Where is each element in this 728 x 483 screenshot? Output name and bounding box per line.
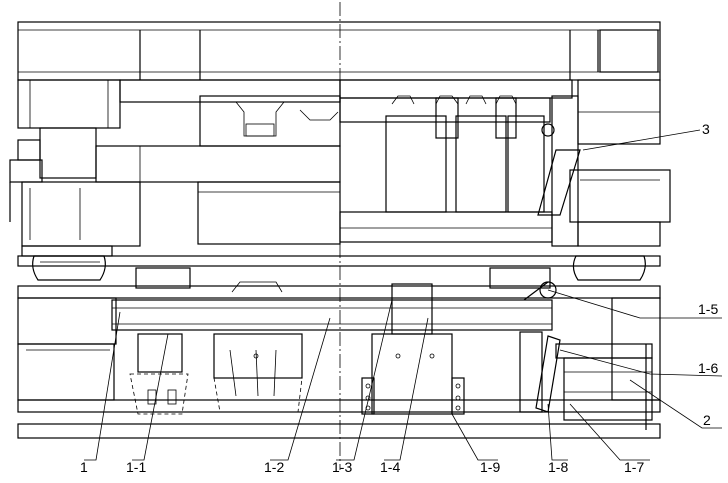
label-1-9: 1-9 xyxy=(480,459,500,475)
lower-frame xyxy=(17,297,661,439)
part-labels: 3 1-5 1-6 2 1-7 1-8 1-9 1-4 1-3 1-2 1-1 … xyxy=(80,121,718,475)
upper-middle xyxy=(95,79,341,245)
label-1-3: 1-3 xyxy=(332,459,352,475)
label-2: 2 xyxy=(703,412,711,428)
label-3: 3 xyxy=(702,121,710,137)
label-1-6: 1-6 xyxy=(698,360,718,376)
mid-band xyxy=(17,255,661,299)
right-upper xyxy=(339,79,671,281)
label-1-7: 1-7 xyxy=(624,459,644,475)
label-1-8: 1-8 xyxy=(548,459,568,475)
label-1: 1 xyxy=(80,459,88,475)
top-frame xyxy=(17,21,661,81)
leader-lines xyxy=(84,129,723,461)
label-1-2: 1-2 xyxy=(264,459,284,475)
main-beam xyxy=(111,299,553,331)
center-box xyxy=(361,283,465,415)
label-1-5: 1-5 xyxy=(698,301,718,317)
left-column xyxy=(9,79,141,281)
label-1-4: 1-4 xyxy=(380,459,400,475)
shoe-1-1 xyxy=(129,333,189,415)
label-1-1: 1-1 xyxy=(126,459,146,475)
pad-dashed xyxy=(213,333,303,413)
right-mechanism xyxy=(519,281,653,430)
